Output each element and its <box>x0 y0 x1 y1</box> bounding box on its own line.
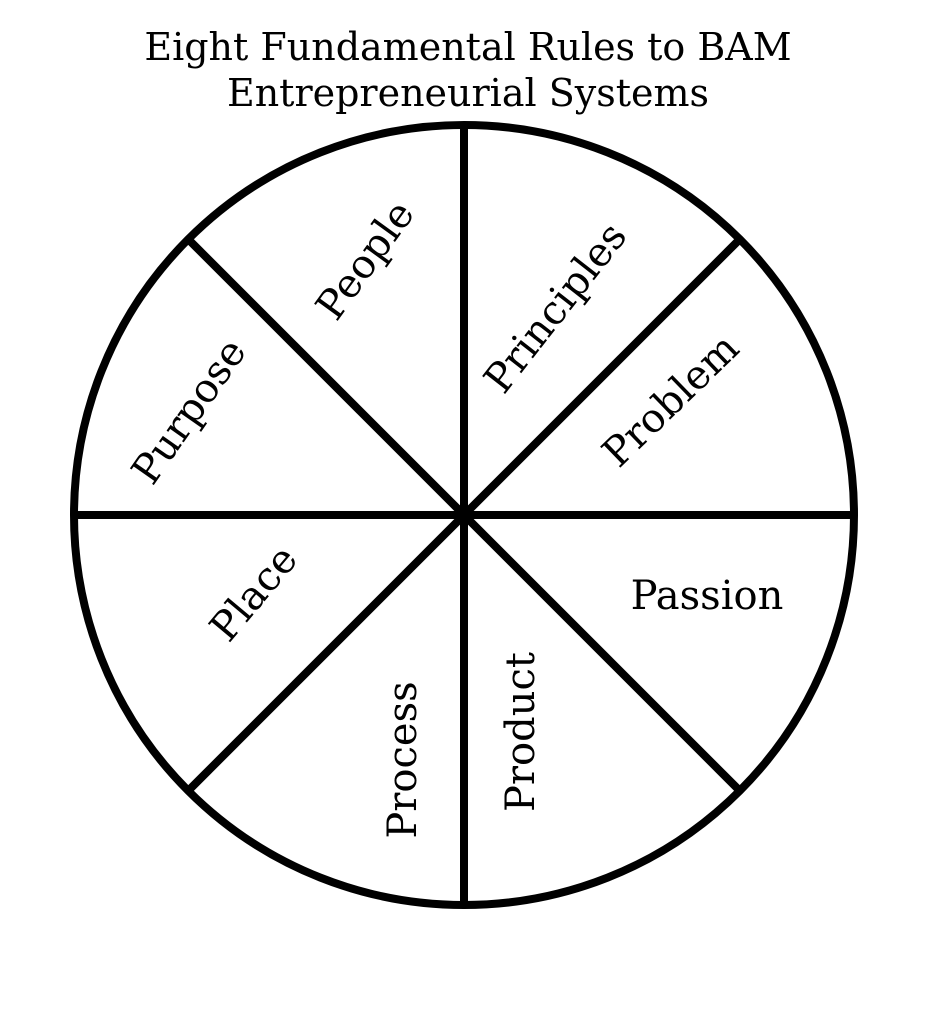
segment-label-product: Product <box>498 652 544 812</box>
title-line-1: Eight Fundamental Rules to BAM <box>144 25 792 69</box>
diagram-title: Eight Fundamental Rules to BAM Entrepren… <box>0 24 936 116</box>
segment-label-people: People <box>307 192 424 328</box>
segment-label-problem: Problem <box>594 325 748 476</box>
segment-label-purpose: Purpose <box>123 330 256 492</box>
segment-label-principles: Principles <box>475 214 636 402</box>
title-line-2: Entrepreneurial Systems <box>226 71 710 115</box>
segment-label-place: Place <box>201 537 307 651</box>
segment-label-passion: Passion <box>631 573 784 619</box>
divider-diagonal-b <box>185 236 743 794</box>
segment-label-process: Process <box>380 681 426 838</box>
